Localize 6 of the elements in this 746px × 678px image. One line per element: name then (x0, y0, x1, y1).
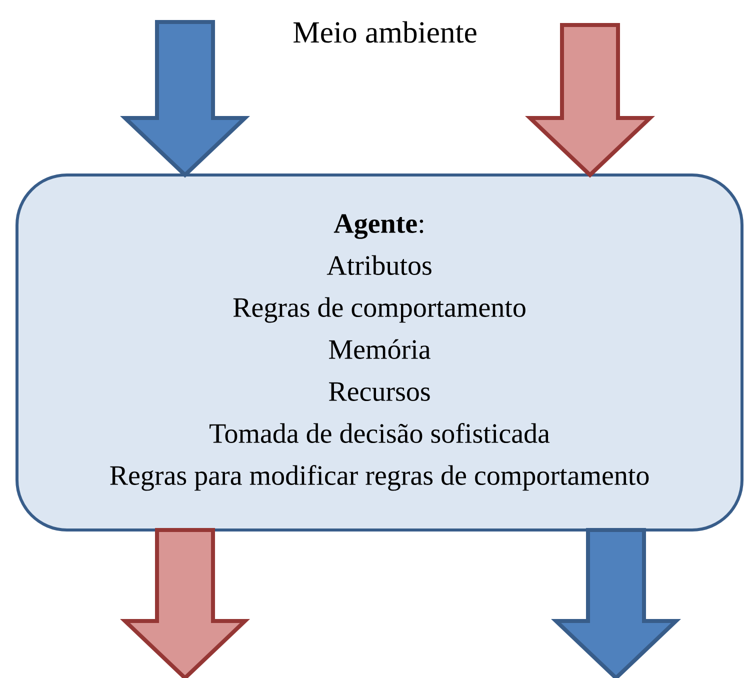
block-arrow (551, 528, 682, 678)
block-arrow (120, 528, 250, 678)
block-arrow (525, 23, 655, 178)
environment-label: Meio ambiente (293, 21, 476, 43)
agent-box: Agente: Atributos Regras de comportamento Memória Recursos Tomada de decisão sofisticada Regras para modificar regras de comportamento (16, 174, 744, 532)
block-arrow (120, 20, 250, 178)
